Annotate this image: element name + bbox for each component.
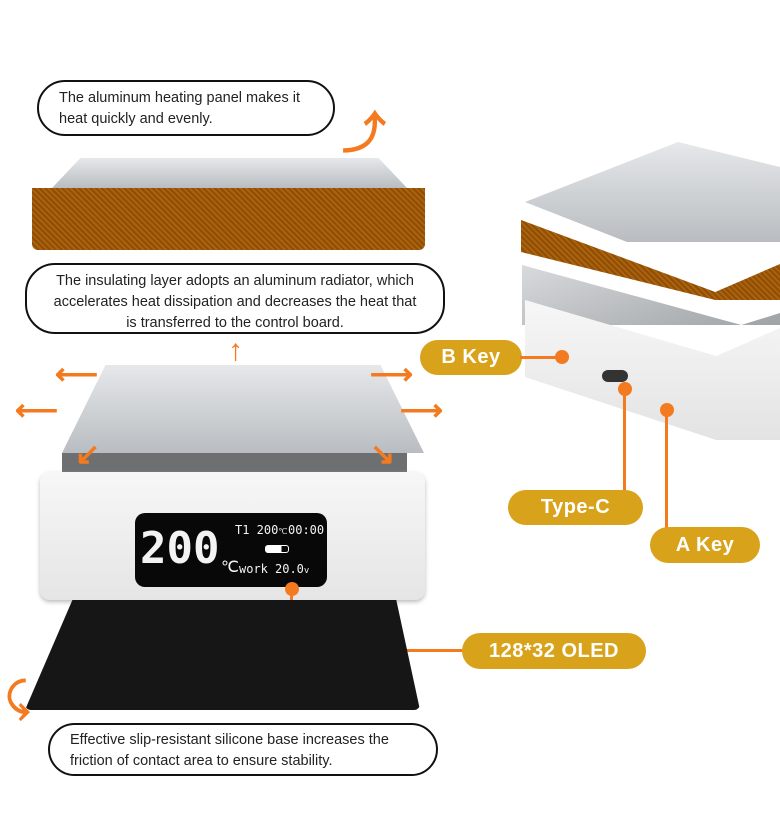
heat-arrow-icon: ⟶ <box>370 358 414 391</box>
heat-arrow-icon: ↑ <box>228 334 243 367</box>
heat-arrow-icon: ⟶ <box>400 394 444 427</box>
oled-voltage-unit: v <box>303 566 310 576</box>
insulating-layer-callout: The insulating layer adopts an aluminum … <box>25 263 445 334</box>
type-c-label: Type-C <box>508 490 643 525</box>
heating-panel-text: The aluminum heating panel makes it heat… <box>59 90 300 127</box>
type-c-pointer-dot <box>618 382 632 396</box>
radiator-plate <box>62 365 424 453</box>
down-curved-arrow-icon: ⤹ <box>6 676 30 720</box>
b-key-pointer-dot <box>555 350 569 364</box>
b-key-pointer-line <box>520 356 558 359</box>
oled-t1-value: T1 200 <box>235 523 279 537</box>
heat-arrow-icon: ↙ <box>75 438 101 471</box>
a-key-pointer-line <box>665 413 668 528</box>
oled-display: 200 ℃ T1 200℃ 00:00 work 20.0v <box>135 513 327 587</box>
oled-t1-unit: ℃ <box>278 527 288 536</box>
oled-unit: ℃ <box>221 557 239 576</box>
oled-progress-bar <box>265 545 289 553</box>
b-key-label: B Key <box>420 340 522 375</box>
oled-big-temp: 200 <box>140 523 220 574</box>
type-c-port <box>602 370 628 382</box>
type-c-pointer-line <box>623 392 626 492</box>
side-view-plate <box>525 142 780 242</box>
heat-arrow-icon: ⟵ <box>55 358 99 391</box>
heating-plate-top <box>52 158 407 188</box>
silicone-mat <box>25 600 420 710</box>
oled-label: 128*32 OLED <box>462 633 646 669</box>
heat-arrow-icon: ↘ <box>370 438 396 471</box>
up-curved-arrow-icon: ⤴ <box>342 109 386 158</box>
heating-panel-callout: The aluminum heating panel makes it heat… <box>37 80 335 136</box>
silicone-base-text: Effective slip-resistant silicone base i… <box>70 732 389 769</box>
oled-mode: work <box>239 562 268 576</box>
silicone-base-callout: Effective slip-resistant silicone base i… <box>48 723 438 776</box>
oled-voltage-value: 20.0 <box>275 562 304 576</box>
oled-voltage: 20.0v <box>275 563 309 576</box>
a-key-label: A Key <box>650 527 760 563</box>
heating-plate-mesh <box>32 188 425 250</box>
oled-timer: 00:00 <box>288 523 325 537</box>
standoff-gap <box>62 453 407 475</box>
oled-t1: T1 200℃ <box>235 524 287 536</box>
insulating-layer-text: The insulating layer adopts an aluminum … <box>53 273 417 331</box>
heat-arrow-icon: ⟵ <box>15 394 59 427</box>
a-key-pointer-dot <box>660 403 674 417</box>
